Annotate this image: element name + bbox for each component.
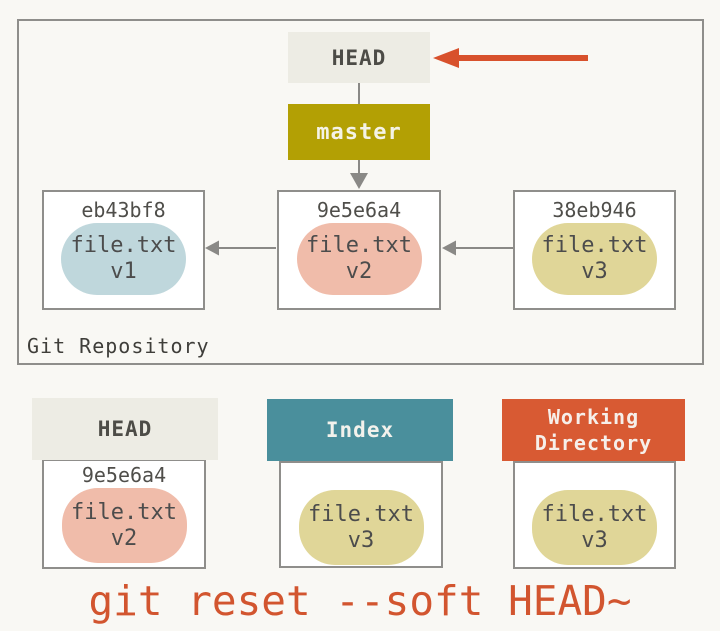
commit-hash: 9e5e6a4	[81, 463, 167, 487]
file-blob-pill: file.txt v2	[296, 223, 422, 295]
index-area-header: Index	[267, 399, 453, 461]
file-name: file.txt	[71, 499, 177, 525]
file-blob-pill: file.txt v1	[61, 223, 186, 295]
commit-box-eb43bf8: eb43bf8 file.txt v1	[42, 190, 205, 310]
file-blob-pill: file.txt v2	[61, 488, 187, 563]
file-blob-pill: file.txt v3	[298, 490, 424, 565]
working-directory-area-box: file.txt v3	[513, 461, 676, 569]
git-repository-label: Git Repository	[27, 334, 210, 358]
file-name: file.txt	[70, 233, 177, 258]
file-blob-pill: file.txt v3	[532, 223, 657, 295]
file-name: file.txt	[541, 501, 648, 527]
file-version: v1	[110, 259, 137, 284]
git-repository-box: Git Repository	[17, 19, 704, 365]
file-name: file.txt	[306, 233, 412, 258]
file-version: v2	[345, 259, 373, 284]
master-branch-box: master	[288, 104, 430, 160]
commit-box-9e5e6a4: 9e5e6a4 file.txt v2	[277, 190, 441, 310]
file-version: v2	[110, 525, 138, 551]
head-ref-box: HEAD	[288, 32, 430, 83]
index-area-box: file.txt v3	[279, 461, 443, 568]
file-blob-pill: file.txt v3	[532, 490, 657, 565]
file-version: v3	[581, 259, 608, 284]
file-version: v3	[347, 527, 375, 553]
commit-box-38eb946: 38eb946 file.txt v3	[513, 190, 676, 310]
head-area-header: HEAD	[32, 398, 218, 460]
commit-hash: eb43bf8	[81, 198, 166, 222]
head-area-box: 9e5e6a4 file.txt v2	[42, 459, 206, 569]
commit-hash: 9e5e6a4	[316, 198, 402, 222]
commit-hash: 38eb946	[552, 198, 637, 222]
file-name: file.txt	[541, 233, 648, 258]
command-caption: git reset --soft HEAD~	[88, 577, 632, 625]
file-name: file.txt	[308, 501, 414, 527]
working-directory-area-header: Working Directory	[502, 399, 685, 461]
file-version: v3	[581, 527, 608, 553]
